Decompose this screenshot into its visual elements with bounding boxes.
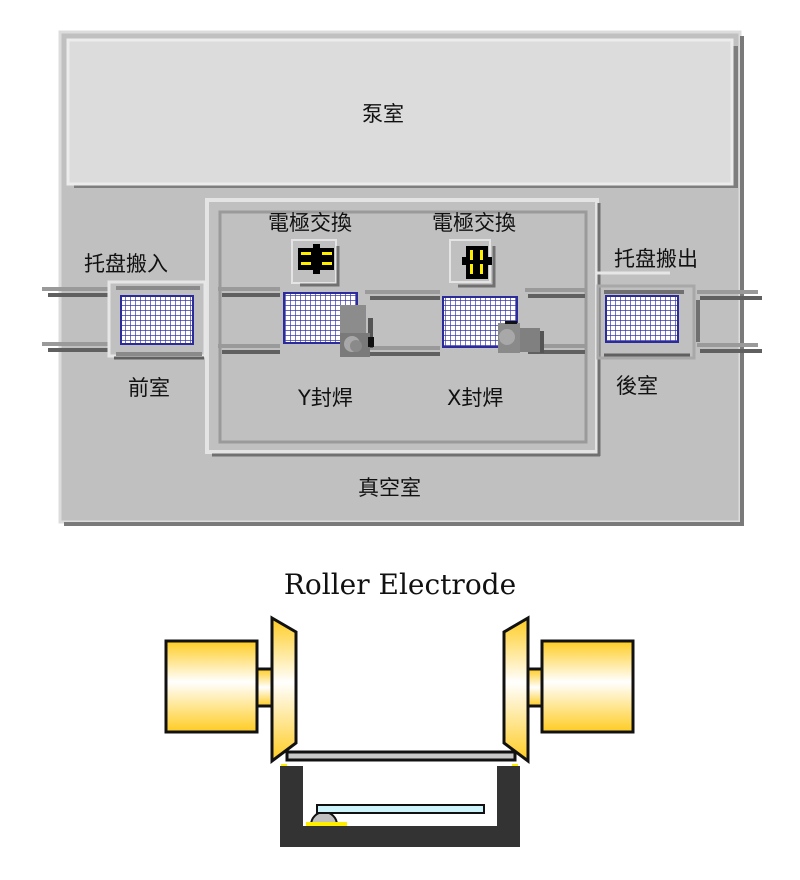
tray-out-label: 托盘搬出 xyxy=(614,247,698,271)
y-weld-head-icon xyxy=(340,305,374,357)
electrode-swap-y-label: 電極交換 xyxy=(268,211,352,235)
roller-electrode-title: Roller Electrode xyxy=(283,568,517,601)
pre-chamber-box xyxy=(107,280,207,360)
lid-plate xyxy=(285,750,517,762)
x-weld-head-icon xyxy=(498,321,544,353)
conveyor-rails xyxy=(42,287,762,356)
tray-pre-chamber xyxy=(120,295,194,345)
vacuum-chamber-label: 真空室 xyxy=(358,476,421,500)
x-seal-weld-label: X封焊 xyxy=(447,386,504,410)
left-motor xyxy=(164,639,259,734)
tray-post-chamber xyxy=(605,295,679,343)
electrode-swap-y-icon[interactable] xyxy=(291,239,340,287)
pump-chamber-panel xyxy=(66,38,738,188)
post-chamber-box xyxy=(596,271,696,360)
roller-electrode-diagram xyxy=(164,615,635,764)
right-shaft xyxy=(526,667,544,708)
pre-chamber-label: 前室 xyxy=(128,376,170,400)
post-chamber-label: 後室 xyxy=(616,374,658,398)
electrode-swap-x-icon[interactable] xyxy=(449,239,496,288)
tray-in-label: 托盘搬入 xyxy=(84,252,168,276)
substrate xyxy=(316,804,485,814)
y-seal-weld-label: Y封焊 xyxy=(298,386,353,410)
left-shaft xyxy=(255,667,274,708)
fixture xyxy=(280,764,520,847)
right-roller xyxy=(502,615,530,764)
pump-chamber-label: 泵室 xyxy=(362,102,404,126)
right-motor xyxy=(540,639,635,734)
left-roller xyxy=(270,615,298,764)
electrode-swap-x-label: 電極交換 xyxy=(432,211,516,235)
